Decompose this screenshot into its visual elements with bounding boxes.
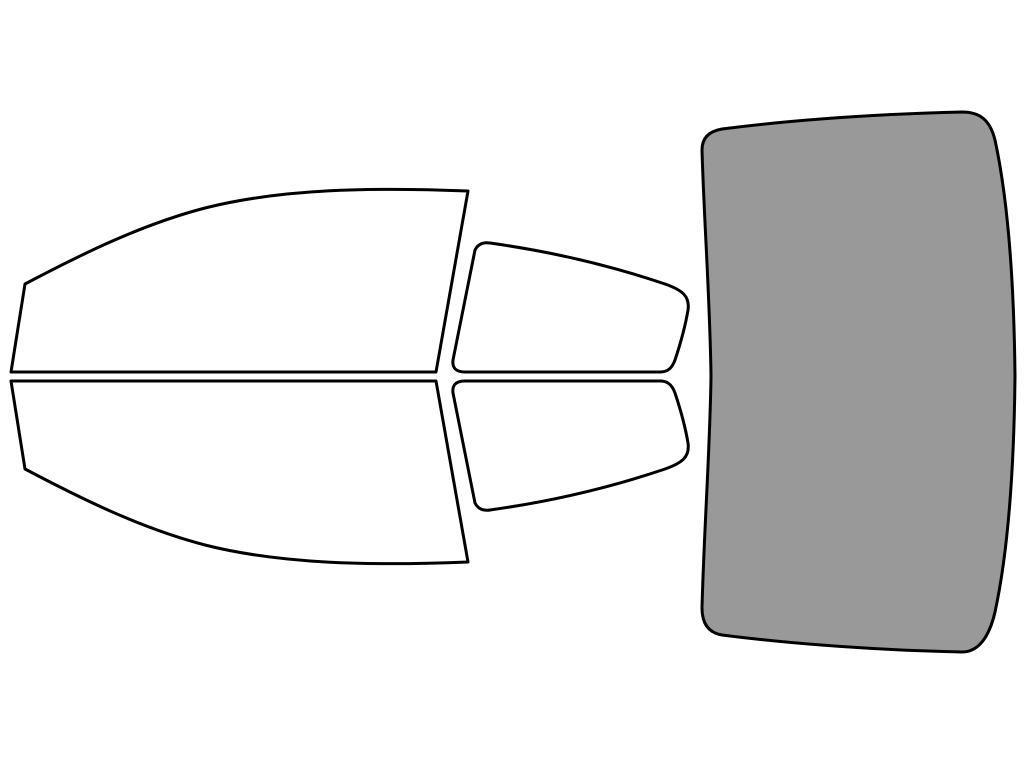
front-door-upper-window[interactable] xyxy=(9,187,470,374)
front-door-lower-window[interactable] xyxy=(9,379,470,566)
rear-windshield[interactable] xyxy=(700,110,1017,654)
rear-door-upper-window[interactable] xyxy=(451,241,690,374)
rear-door-lower-window[interactable] xyxy=(451,379,690,512)
